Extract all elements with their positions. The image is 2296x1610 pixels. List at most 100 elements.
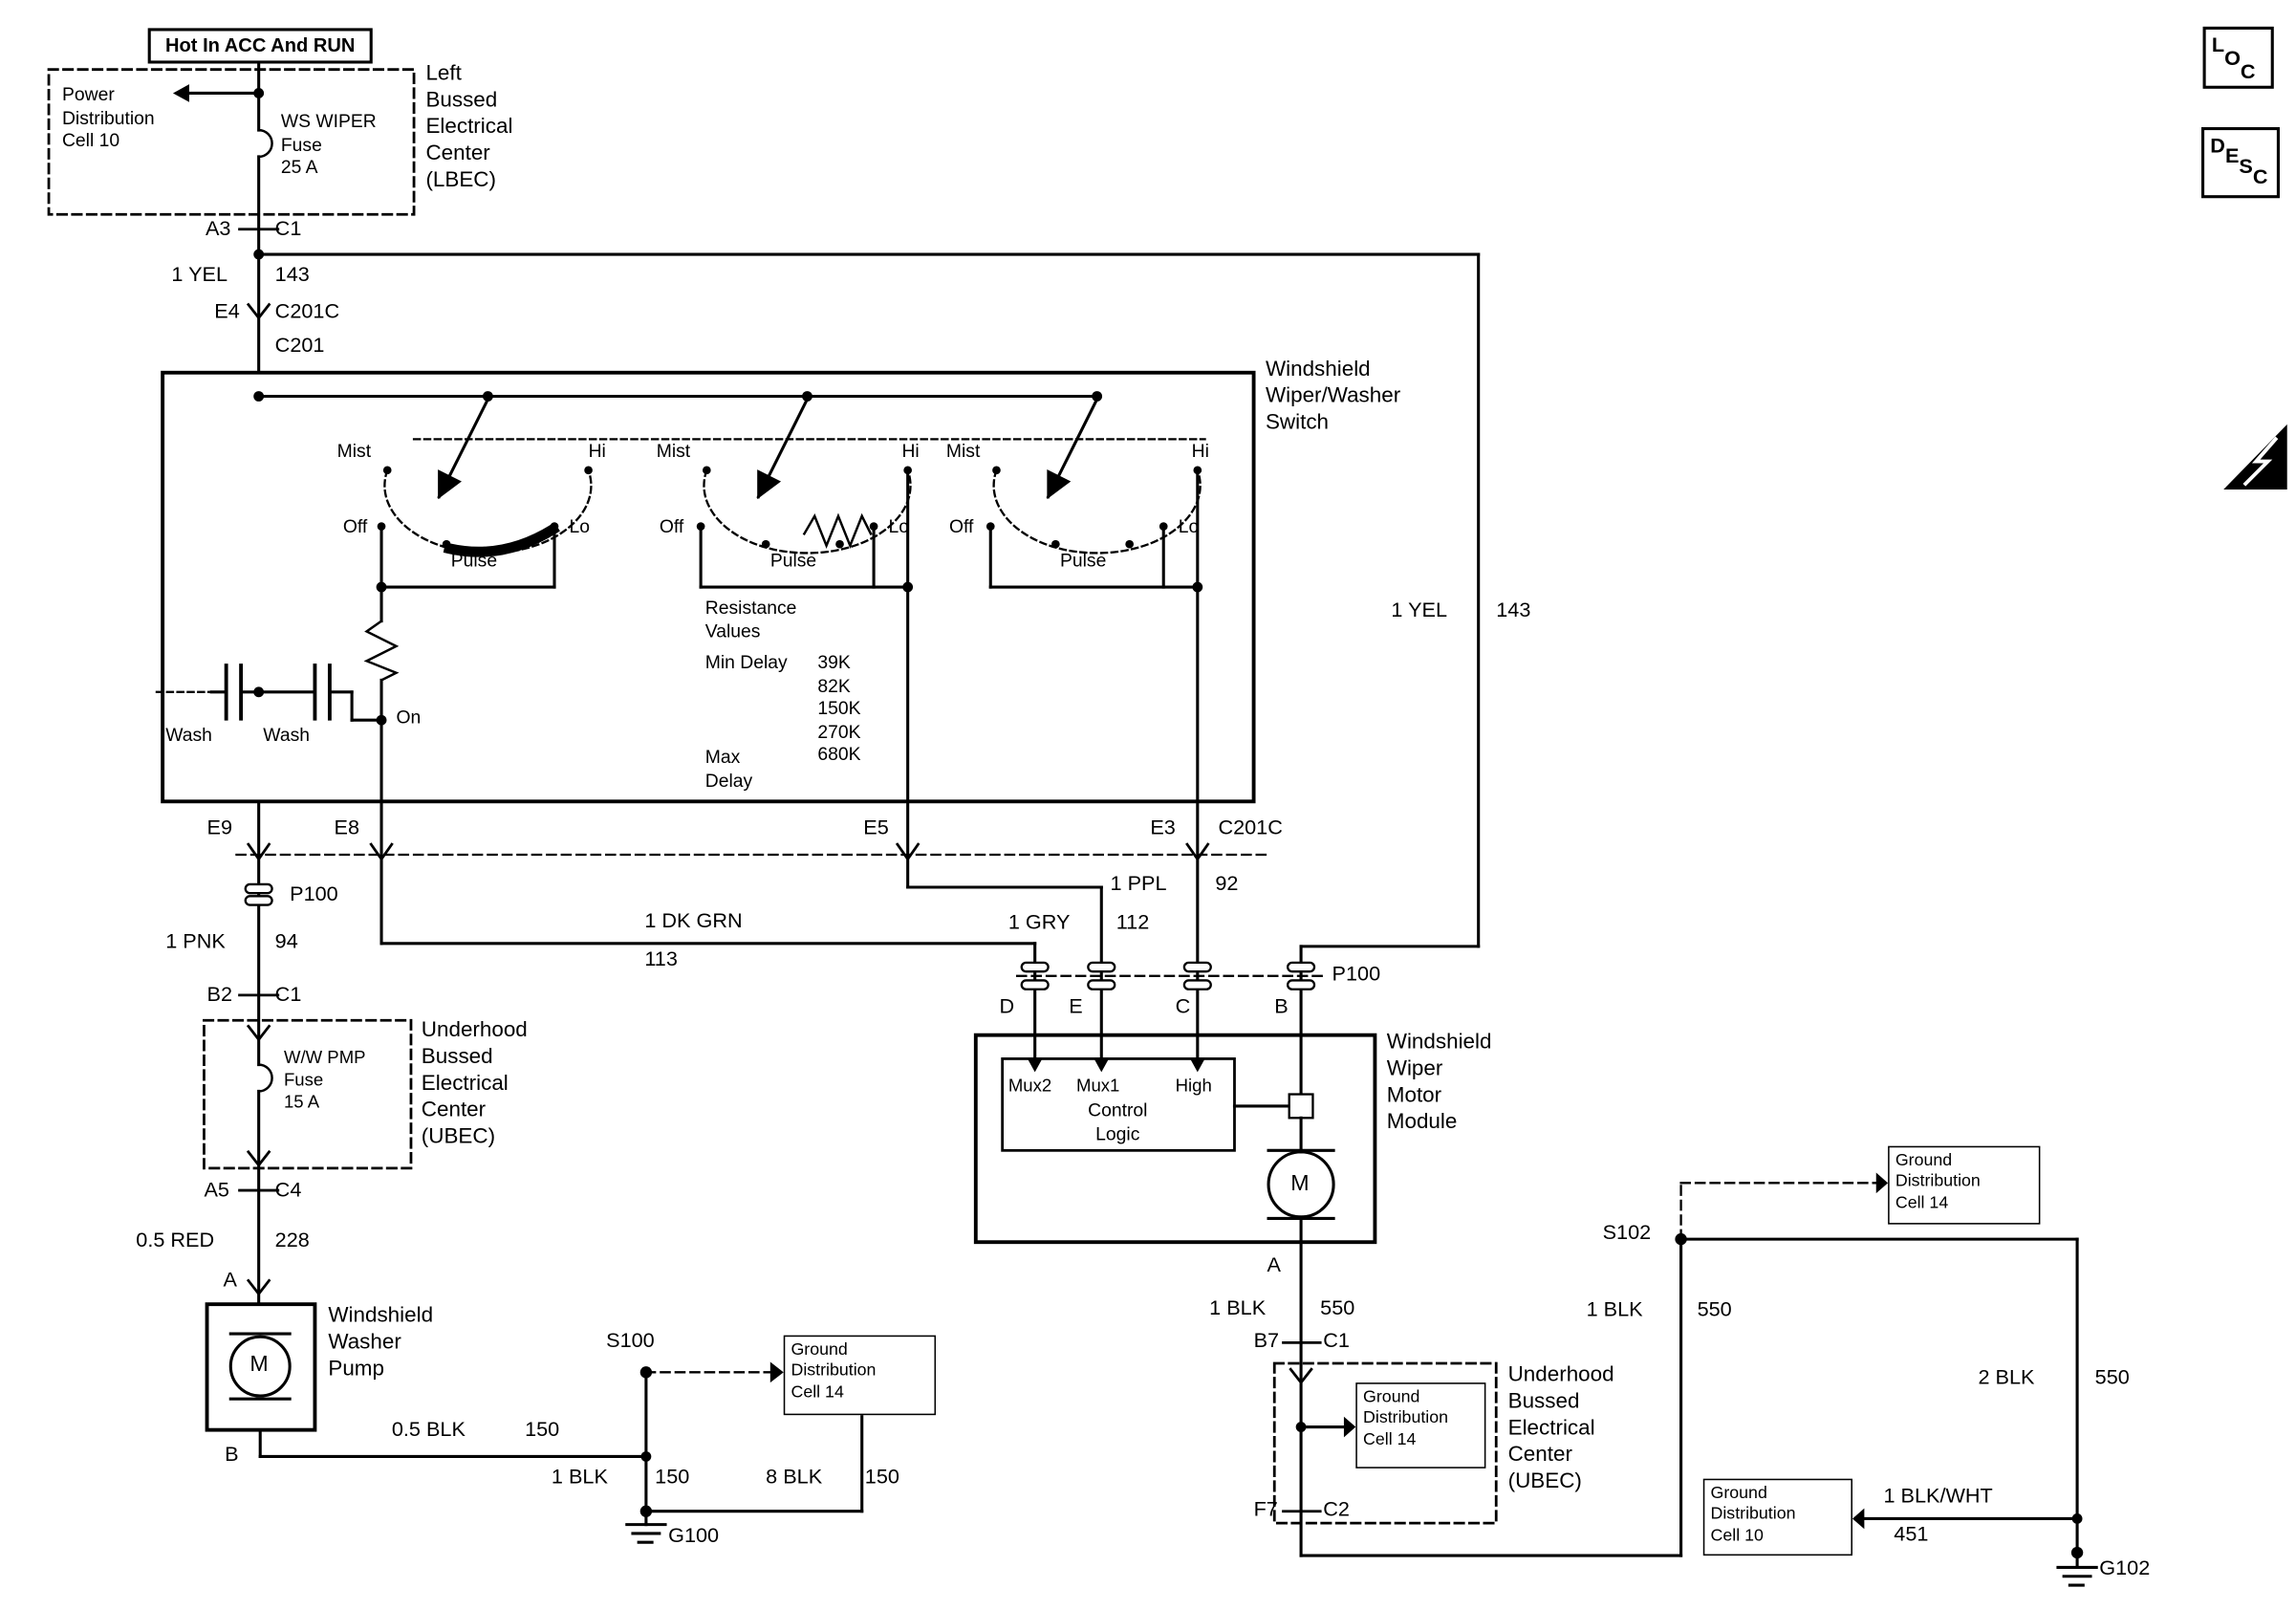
switch-contacts xyxy=(377,466,1202,549)
ground-ref-arrow xyxy=(1875,1172,1889,1194)
gnd-dist-cell14-b: Ground Distribution Cell 14 xyxy=(1355,1382,1486,1469)
pulse-1: Pulse xyxy=(450,550,498,572)
wire-blk550a-num: 550 xyxy=(1320,1295,1355,1319)
ubec-left-dashed-box xyxy=(203,1018,413,1170)
pin-a5: A5 xyxy=(204,1177,229,1201)
pin-a-motor: A xyxy=(1267,1252,1281,1276)
wire-blkwht-num: 451 xyxy=(1894,1521,1929,1546)
pulse-track-arc xyxy=(443,522,560,557)
wire-red-num: 228 xyxy=(274,1227,310,1251)
pin-c: C xyxy=(1175,993,1191,1018)
wire-yel-top-name: 1 YEL xyxy=(171,261,228,286)
pin-c1-right: C1 xyxy=(1323,1327,1350,1352)
on-label: On xyxy=(396,707,422,728)
pin-b2: B2 xyxy=(206,981,233,1006)
switch-title: Windshield Wiper/Washer Switch xyxy=(1265,358,1401,435)
conn-c201c-bottom: C201C xyxy=(1218,815,1283,838)
connector-c201-chevron xyxy=(246,302,271,320)
ground-g102-label: G102 xyxy=(2099,1556,2151,1579)
washer-pump-circuit xyxy=(203,799,864,1544)
wire-dkgrn-num: 113 xyxy=(644,946,678,970)
ubec-left-label: Underhood Bussed Electrical Center (UBEC… xyxy=(421,1018,528,1149)
pin-d: D xyxy=(999,993,1015,1018)
ws-wiper-fuse-label: WS WIPER Fuse 25 A xyxy=(280,111,377,178)
pin-c1-top: C1 xyxy=(274,215,302,240)
conn-c201c-top: C201C xyxy=(274,298,340,323)
delay-values: 39K 82K 150K 270K 680K xyxy=(817,652,861,765)
pin-high: High xyxy=(1175,1075,1212,1097)
wiper-motor-m: M xyxy=(1290,1170,1310,1197)
wire-pnk-name: 1 PNK xyxy=(165,928,226,953)
pin-e5: E5 xyxy=(863,815,889,838)
wire-8blk-num: 150 xyxy=(864,1464,899,1488)
pin-e8: E8 xyxy=(334,815,360,838)
splice-s102-label: S102 xyxy=(1602,1220,1652,1244)
wiper-arm-arrow xyxy=(1046,397,1099,500)
motor-drive-switch xyxy=(1288,1093,1314,1120)
mist-3: Mist xyxy=(945,440,981,462)
power-feed-circuit xyxy=(47,60,1481,1097)
off-2: Off xyxy=(659,515,684,537)
pin-c4: C4 xyxy=(274,1177,302,1201)
wash-left: Wash xyxy=(165,724,212,746)
wire-gry-num: 112 xyxy=(1116,909,1150,933)
motor-module-box xyxy=(973,1033,1377,1245)
lo-1: Lo xyxy=(569,515,590,537)
wire-blk550a-name: 1 BLK xyxy=(1209,1295,1267,1319)
lbec-label: Left Bussed Electrical Center (LBEC) xyxy=(425,61,513,192)
pin-a3: A3 xyxy=(205,215,231,240)
pin-a-pump: A xyxy=(223,1267,238,1292)
ww-pmp-fuse-label: W/W PMP Fuse 15 A xyxy=(283,1047,366,1112)
gnd-dist-cell10: Ground Distribution Cell 10 xyxy=(1702,1478,1852,1556)
hi-3: Hi xyxy=(1191,440,1209,462)
conn-p100-right: P100 xyxy=(1332,961,1381,986)
connector-p100-symbol xyxy=(244,895,273,906)
hi-2: Hi xyxy=(901,440,920,462)
pulse-2: Pulse xyxy=(769,550,817,572)
pin-mux2: Mux2 xyxy=(1007,1075,1052,1097)
wire-dkgrn-name: 1 DK GRN xyxy=(644,907,743,932)
wire-yel-right-num: 143 xyxy=(1496,597,1531,621)
switch-box xyxy=(161,370,1256,804)
wire-1blk150-num: 150 xyxy=(655,1464,690,1488)
gnd-dist-cell14-a: Ground Distribution Cell 14 xyxy=(783,1335,937,1416)
power-distribution-cell-10: Power Distribution Cell 10 xyxy=(61,84,155,151)
wire-ppl-num: 92 xyxy=(1215,870,1239,895)
p100-connector-row xyxy=(379,799,1325,1060)
pin-e3: E3 xyxy=(1150,815,1176,838)
connector-p100-symbol xyxy=(244,882,273,895)
desc-stamp: DESC xyxy=(2201,127,2280,199)
wiper-washer-switch xyxy=(155,370,1256,804)
wire-yel-top-num: 143 xyxy=(274,261,310,286)
ground-circuit-right xyxy=(1272,1172,2098,1587)
pin-b: B xyxy=(1274,993,1289,1018)
hi-1: Hi xyxy=(588,440,606,462)
washer-motor-symbol xyxy=(228,1335,292,1398)
pump-motor-m: M xyxy=(249,1351,269,1377)
loc-stamp: LOC xyxy=(2202,26,2274,89)
wire-gry-name: 1 GRY xyxy=(1007,909,1071,933)
pulse-3: Pulse xyxy=(1059,550,1107,572)
wire-pnk-num: 94 xyxy=(274,928,298,953)
on-contact xyxy=(376,714,387,726)
pin-e: E xyxy=(1069,993,1083,1018)
control-logic-label: Control Logic xyxy=(1088,1099,1148,1144)
wire-yel-right-name: 1 YEL xyxy=(1391,597,1448,621)
wiper-arm-arrow xyxy=(437,397,490,500)
min-delay: Min Delay xyxy=(704,652,788,673)
pin-b7: B7 xyxy=(1253,1327,1280,1352)
wire-05blk-name: 0.5 BLK xyxy=(391,1416,466,1441)
wire-1blk150-name: 1 BLK xyxy=(551,1464,608,1488)
pin-e4: E4 xyxy=(214,298,240,323)
wire-05blk-num: 150 xyxy=(525,1416,560,1441)
conn-p100-left: P100 xyxy=(290,881,338,905)
pin-c2: C2 xyxy=(1323,1496,1350,1520)
lo-2: Lo xyxy=(888,515,910,537)
mist-2: Mist xyxy=(656,440,691,462)
pin-c1-mid: C1 xyxy=(274,981,302,1006)
wire-blk550b-num: 550 xyxy=(1697,1296,1732,1321)
ubec-right-dashed-box xyxy=(1272,1361,1498,1525)
ground-symbol-g102 xyxy=(2056,1551,2098,1587)
